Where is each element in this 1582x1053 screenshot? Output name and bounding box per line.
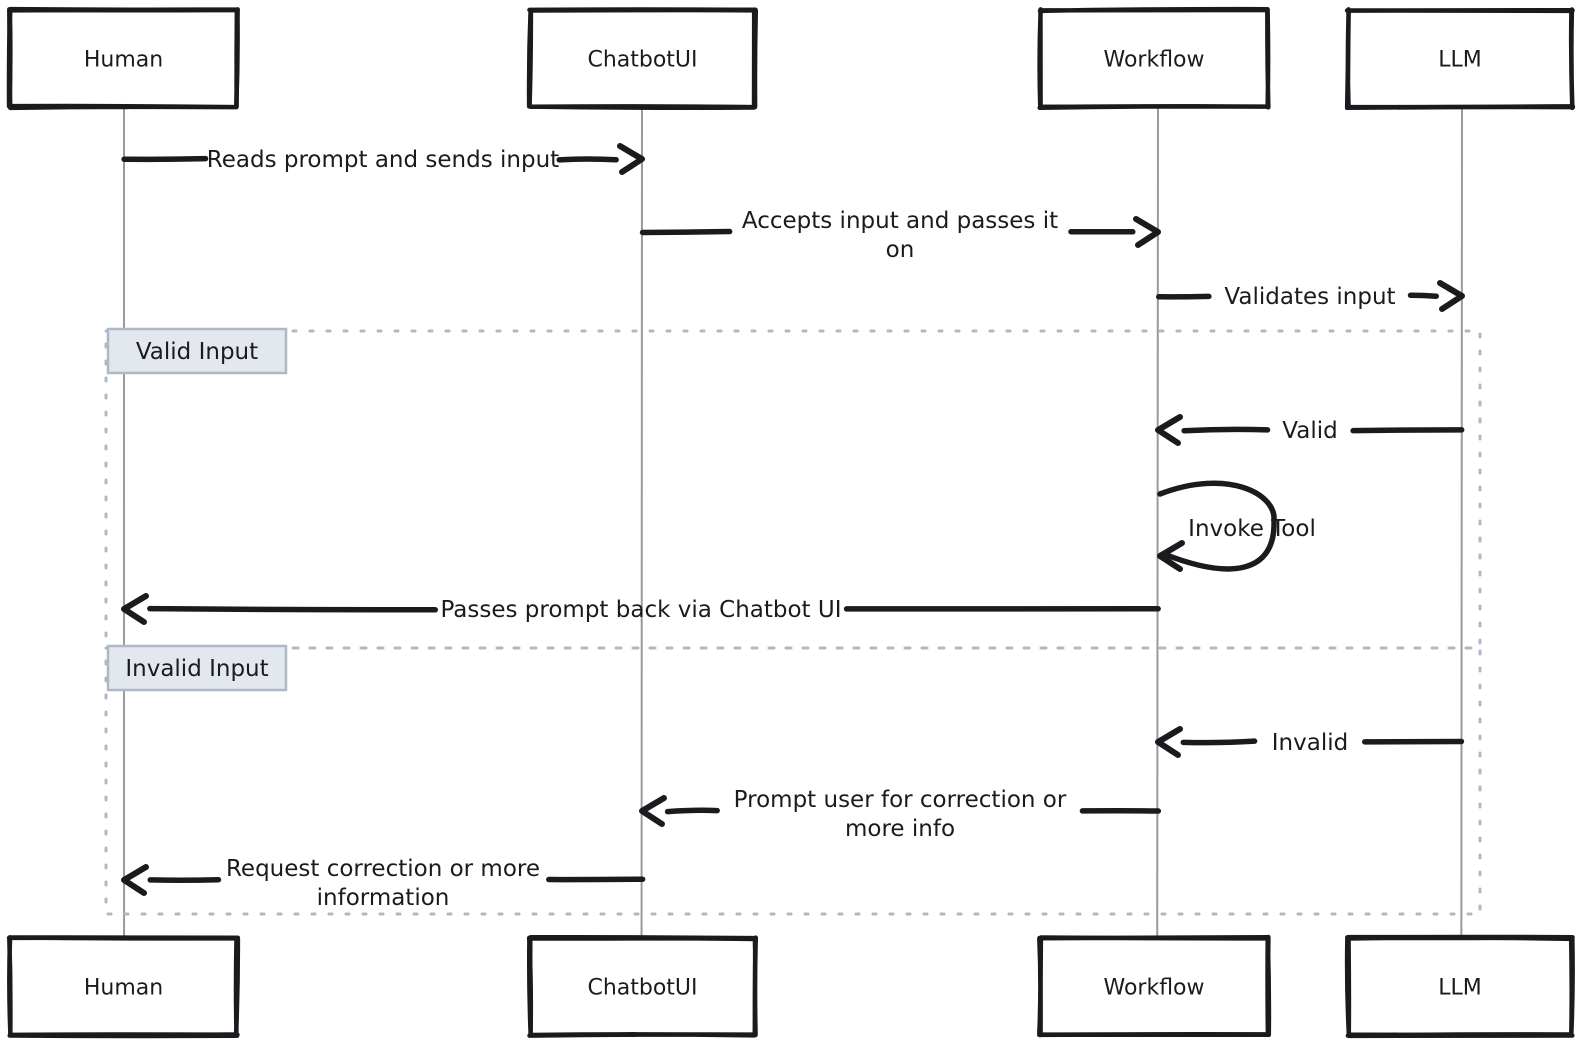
fragment-valid: Valid Input [104,327,1482,650]
message-line-left [147,605,439,613]
participant-label-llm: LLM [1438,976,1482,1001]
participant-label-human: Human [84,976,163,1001]
participant-label-workflow: Workflow [1103,48,1204,73]
message-line-left [1181,426,1271,434]
message-label-m2-line2: on [886,237,915,263]
message-label-m1-line1: Reads prompt and sends input [207,147,559,173]
arrow-head [121,864,149,896]
message-line-right [556,156,619,163]
arrow-head [639,795,667,827]
message-m9[interactable]: Request correction or more information [121,856,646,911]
message-line-right [1407,292,1440,299]
message-m5[interactable]: Invoke Tool [1157,480,1316,572]
arrow-head [1437,280,1465,312]
fragment-label-invalid: Invalid Input [125,656,268,682]
message-line-left [121,155,209,163]
arrow-head [1155,414,1183,446]
participant-label-workflow: Workflow [1103,976,1204,1001]
fragment-invalid: Invalid Input [104,644,1482,916]
participant-box-bottom-human[interactable]: Human [6,935,241,1039]
participant-box-bottom-llm[interactable]: LLM [1344,934,1575,1039]
participant-label-human: Human [84,48,163,73]
message-m7[interactable]: Invalid [1155,726,1465,758]
message-m3[interactable]: Validates input [1156,280,1465,312]
lifeline-workflow [1156,106,1159,939]
message-label-m7-line1: Invalid [1272,730,1348,756]
message-label-m4-line1: Valid [1282,418,1337,444]
participant-box-bottom-workflow[interactable]: Workflow [1037,934,1272,1038]
fragment-boundary [104,329,1482,650]
message-m1[interactable]: Reads prompt and sends input [121,143,645,175]
participant-box-top-chatbotui[interactable]: ChatbotUI [526,7,759,110]
fragment-label-box [106,327,288,375]
self-loop-line [1157,480,1277,572]
fragment-boundary [104,646,1482,916]
message-line-left [639,228,733,236]
message-line-left [1180,738,1258,746]
arrow-head [1155,726,1183,758]
message-line-right [1350,427,1465,434]
participant-box-bottom-chatbotui[interactable]: ChatbotUI [526,934,759,1038]
fragment-label-valid: Valid Input [136,339,258,365]
message-m8[interactable]: Prompt user for correction or more info [639,787,1162,842]
lifeline-llm [1460,106,1463,939]
message-label-m9-line2: information [317,885,450,911]
participant-label-llm: LLM [1438,48,1482,73]
message-label-m3-line1: Validates input [1224,284,1395,310]
message-label-m8-line1: Prompt user for correction or [734,787,1067,813]
participant-box-top-workflow[interactable]: Workflow [1037,6,1271,110]
arrow-head [1157,540,1185,572]
participant-label-chatbotui: ChatbotUI [587,48,697,73]
message-m2[interactable]: Accepts input and passes it on [639,208,1161,263]
message-label-m9-line1: Request correction or more [226,856,540,882]
arrow-head [617,143,645,175]
message-m4[interactable]: Valid [1155,414,1465,446]
arrow-head [121,593,149,625]
message-label-m2-line1: Accepts input and passes it [742,208,1058,234]
message-label-m8-line2: more info [845,816,955,842]
message-line-left [664,807,720,815]
participant-box-top-llm[interactable]: LLM [1344,7,1576,111]
message-label-m6-line1: Passes prompt back via Chatbot UI [440,597,841,623]
message-label-m5: Invoke Tool [1188,516,1316,542]
fragment-label-box [106,644,288,692]
participant-label-chatbotui: ChatbotUI [587,976,697,1001]
message-m6[interactable]: Passes prompt back via Chatbot UI [121,593,1161,625]
participant-box-top-human[interactable]: Human [6,6,241,111]
arrow-head [1133,216,1161,248]
